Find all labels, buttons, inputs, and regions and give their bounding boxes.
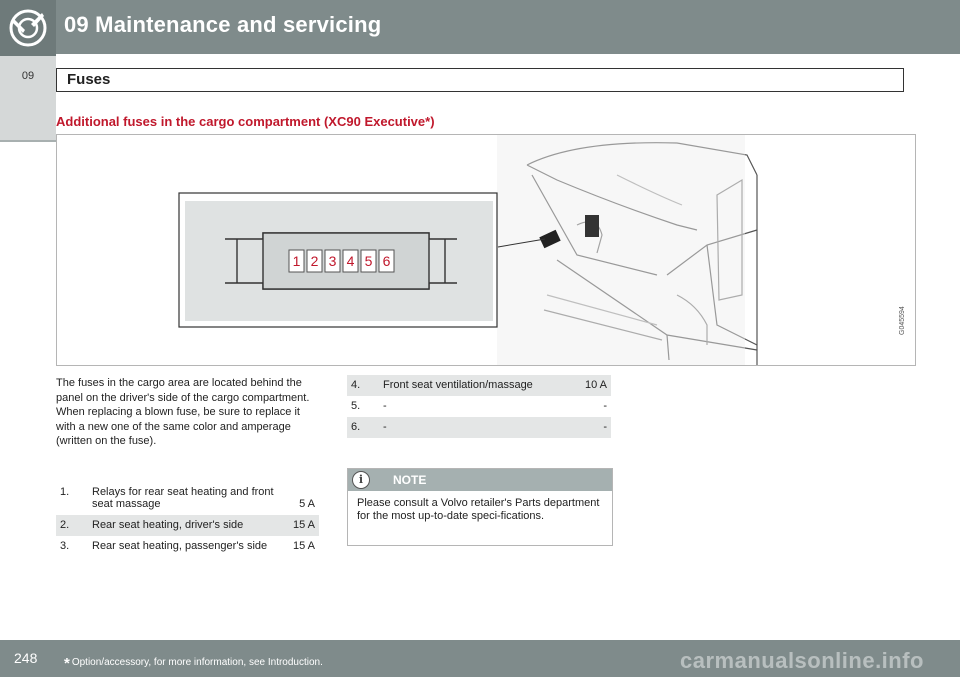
leader-line [497, 238, 546, 248]
fuse-amperage: 5 A [299, 498, 315, 510]
table-row: 2. Rear seat heating, driver's side 15 A [56, 515, 319, 536]
fuse-amperage: 10 A [573, 375, 611, 396]
fuse-slot [360, 249, 377, 273]
fuse-description: - [379, 417, 574, 438]
car-rear-drawing [526, 142, 758, 365]
fuse-number: 2. [56, 515, 88, 536]
fuse-info-paragraph: The fuses in the cargo area are located … [56, 377, 310, 447]
note-text: Please consult a Volvo retailer's Parts … [357, 497, 600, 522]
chapter-title: 09 Maintenance and servicing [64, 12, 382, 37]
page-number-box: 248 [0, 640, 56, 677]
section-title-bar: Fuses [56, 68, 904, 92]
fuse-description: Front seat ventilation/massage [379, 375, 574, 396]
wrench-gear-icon [9, 9, 47, 47]
fuse-description: Rear seat heating, driver's side [88, 515, 289, 536]
fuse-number: 6. [347, 417, 379, 438]
fuse-description: Relays for rear seat heating and front s… [92, 486, 274, 510]
fuse-panel-highlight [539, 215, 599, 249]
chapter-side-tab: 09 [0, 56, 56, 142]
fuse-table-right: 4. Front seat ventilation/massage 10 A 5… [347, 375, 611, 438]
footnote-star: * [64, 655, 70, 672]
fuse-number: 4. [347, 375, 379, 396]
fuse-slot [288, 249, 305, 273]
fuse-amperage: - [573, 417, 611, 438]
sub-heading: Additional fuses in the cargo compartmen… [56, 114, 435, 129]
fuse-description: - [383, 400, 387, 412]
note-header: i NOTE [348, 469, 612, 491]
fuse-slot-number: 3 [329, 253, 337, 269]
chapter-icon-box [0, 0, 56, 56]
fuse-number: 3. [60, 540, 70, 552]
page-footer: 248 *Option/accessory, for more informat… [0, 640, 960, 677]
figure-code: G045594 [899, 306, 906, 335]
note-box: i NOTE Please consult a Volvo retailer's… [347, 468, 613, 546]
page-number: 248 [14, 650, 38, 666]
fuse-slot-number: 5 [365, 253, 373, 269]
fuse-description: Rear seat heating, passenger's side [92, 540, 268, 552]
fuse-amperage: 15 A [288, 515, 319, 536]
table-row: 5. - - [347, 396, 611, 417]
table-row: 1. Relays for rear seat heating and fron… [56, 482, 319, 515]
fuse-slot [306, 249, 323, 273]
fuse-slot [342, 249, 359, 273]
fuse-slot [378, 249, 395, 273]
table-row: 3. Rear seat heating, passenger's side 1… [56, 536, 319, 557]
fuse-table-left: 1. Relays for rear seat heating and fron… [56, 482, 319, 557]
fuse-slot-number: 6 [383, 253, 391, 269]
section-title: Fuses [67, 71, 111, 88]
info-icon: i [352, 471, 370, 489]
fuse-slot [324, 249, 341, 273]
fuse-amperage: 15 A [292, 540, 315, 552]
note-label: NOTE [393, 473, 427, 487]
fuse-slot-number: 2 [311, 253, 319, 269]
fuse-number: 5. [351, 400, 361, 412]
watermark: carmanualsonline.info [680, 648, 924, 673]
page-header: 09 Maintenance and servicing [0, 0, 960, 56]
fuse-slot-number: 1 [293, 253, 301, 269]
footnote-text: Option/accessory, for more information, … [71, 657, 323, 668]
fuse-amperage: - [603, 400, 607, 412]
chapter-number: 09 [21, 70, 35, 82]
fuse-slot-number: 4 [347, 253, 355, 269]
footnote: *Option/accessory, for more information,… [64, 652, 323, 672]
fuse-number: 1. [60, 486, 70, 498]
table-row: 6. - - [347, 417, 611, 438]
table-row: 4. Front seat ventilation/massage 10 A [347, 375, 611, 396]
